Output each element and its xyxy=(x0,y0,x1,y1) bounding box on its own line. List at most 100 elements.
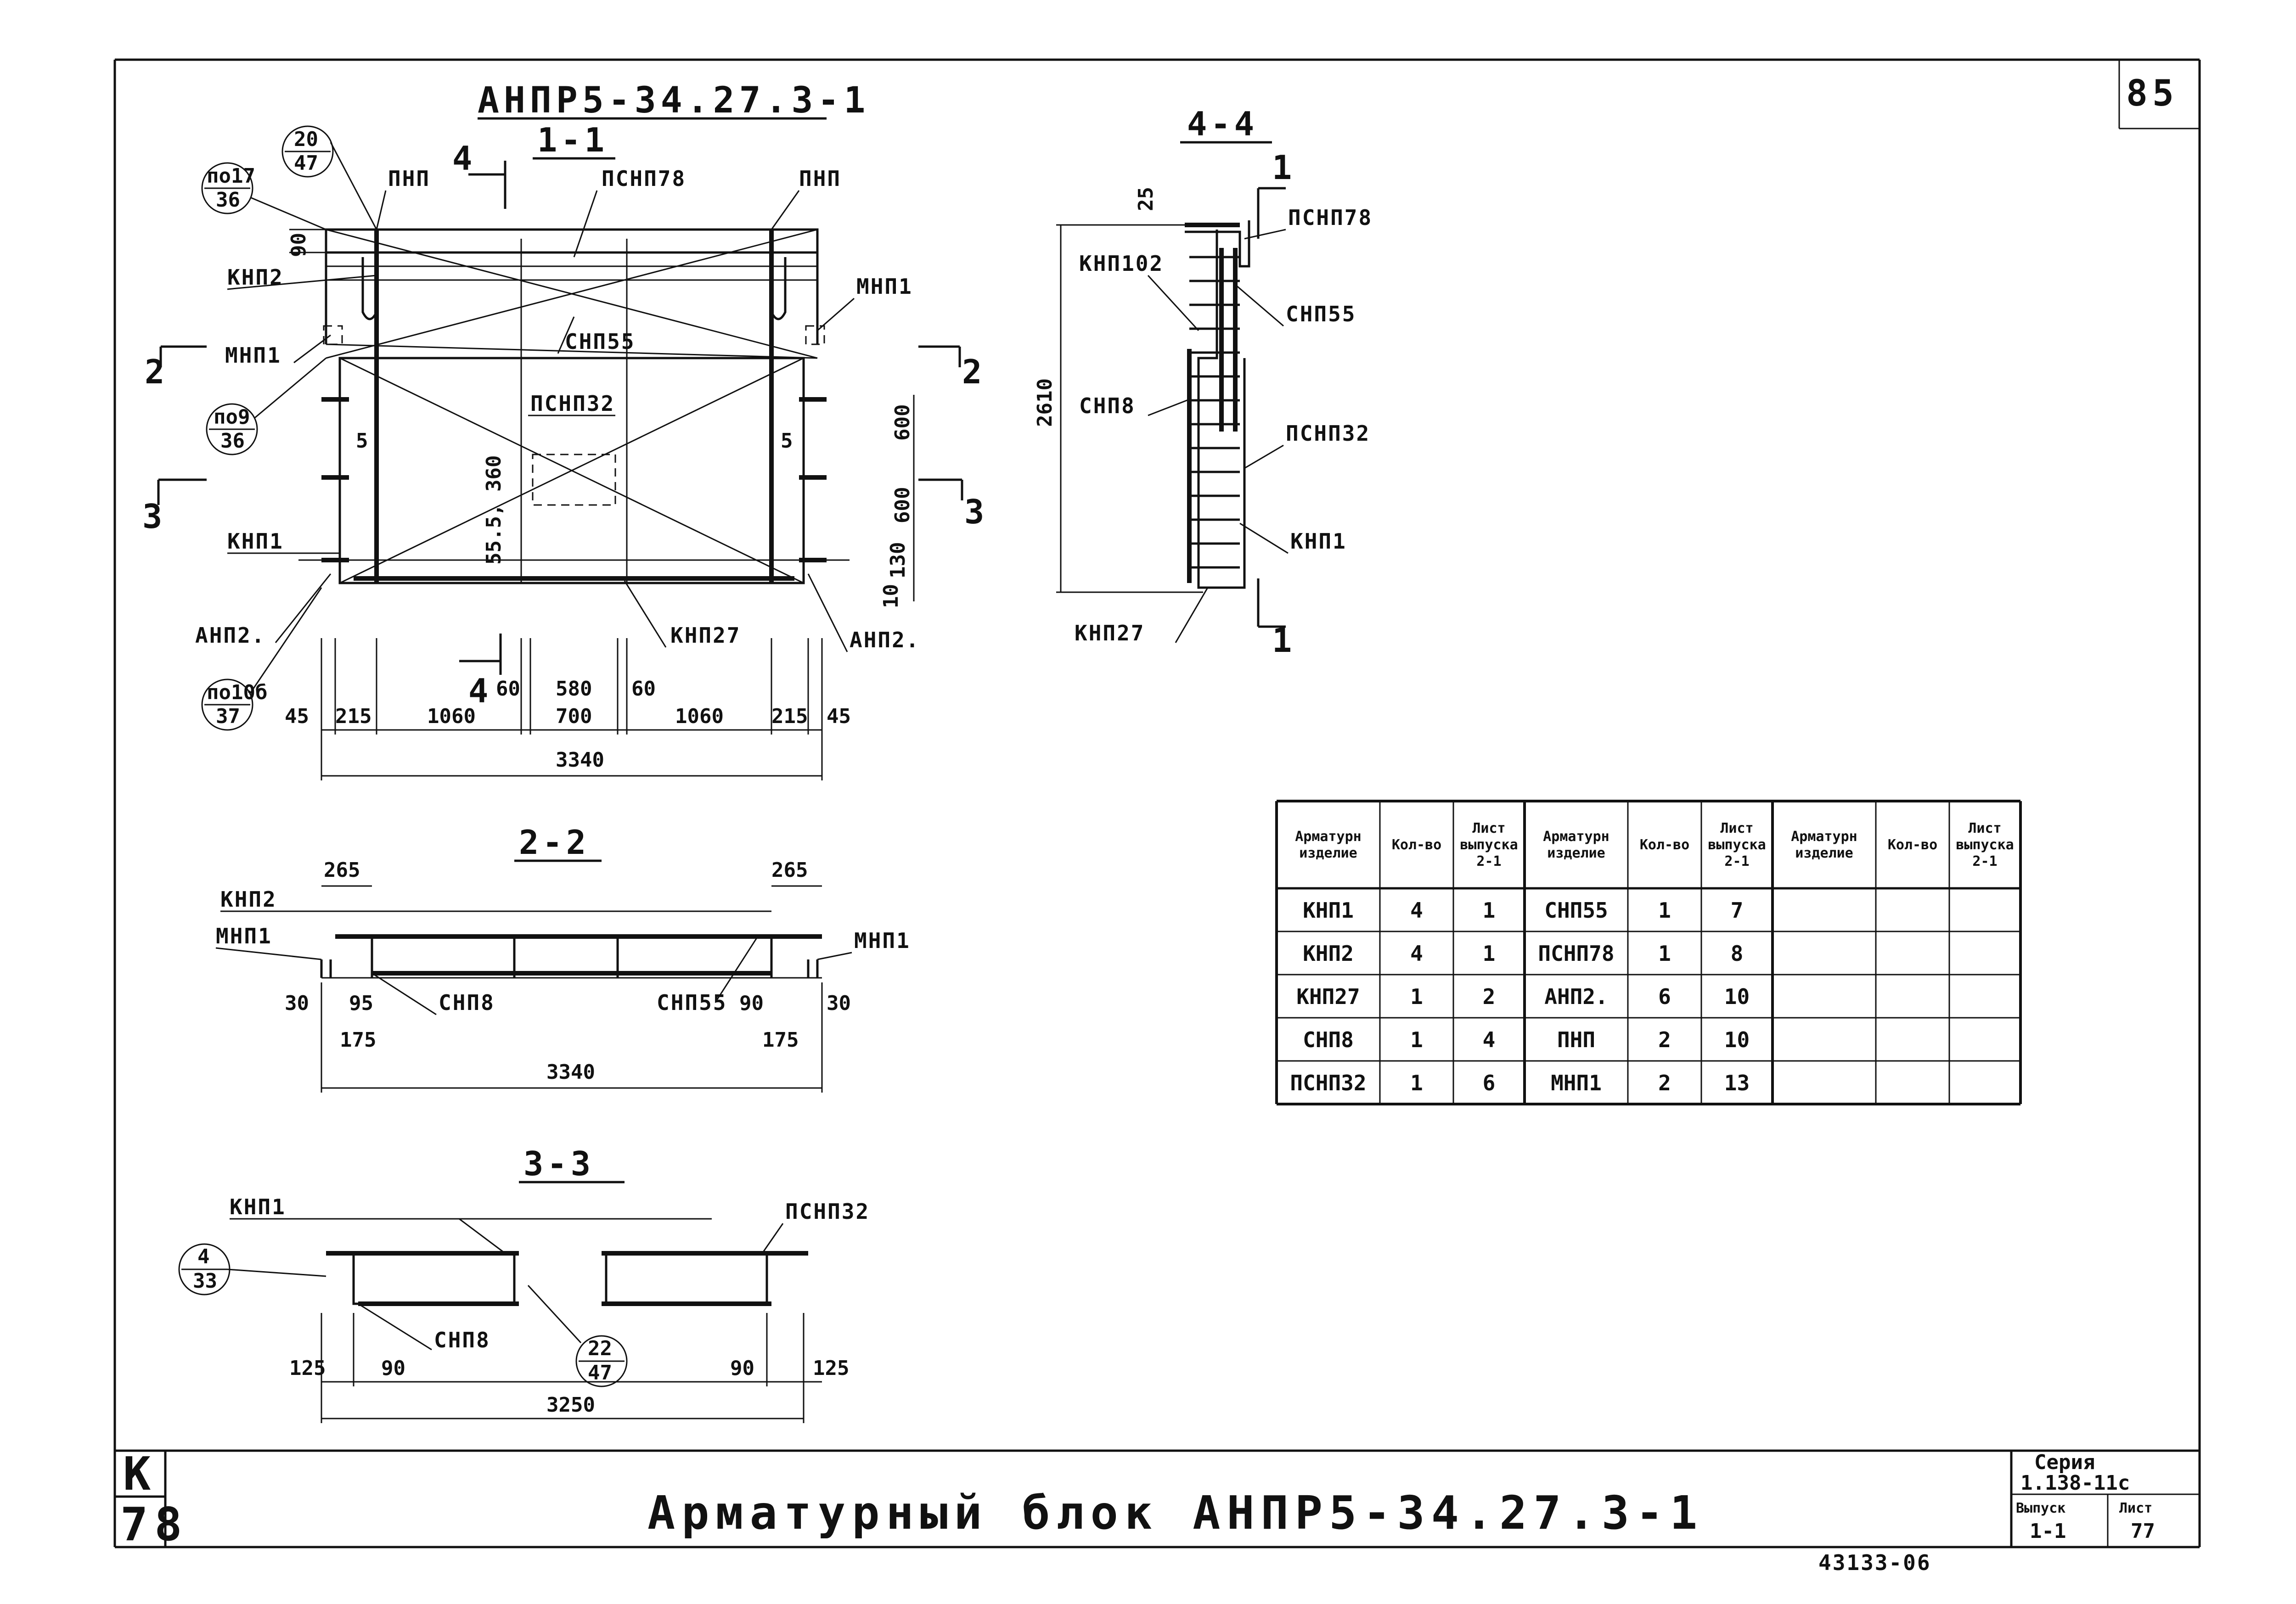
svg-text:125: 125 xyxy=(813,1357,849,1380)
svg-text:20: 20 xyxy=(294,128,318,151)
sheet-frame xyxy=(113,58,2201,1548)
svg-text:125: 125 xyxy=(289,1357,326,1380)
table-cell: 1 xyxy=(1410,1071,1423,1095)
svg-text:90: 90 xyxy=(287,233,310,257)
svg-text:37: 37 xyxy=(216,705,240,728)
table-cell: 1 xyxy=(1410,1027,1423,1052)
label-4-4-psnp78: ПСНП78 xyxy=(1288,205,1373,230)
table-cell: СНП8 xyxy=(1303,1027,1354,1052)
bottom-title: Арматурный блок АНПР5-34.27.3-1 xyxy=(647,1486,1704,1540)
label-snp55: СНП55 xyxy=(565,329,635,354)
label-3-3-psnp32: ПСНП32 xyxy=(785,1199,870,1224)
svg-text:10: 10 xyxy=(879,584,903,608)
svg-text:25: 25 xyxy=(1134,187,1158,211)
table-cell: ПСНП78 xyxy=(1538,941,1614,966)
svg-text:5: 5 xyxy=(356,429,368,453)
table-header-cell: изделие xyxy=(1299,845,1357,861)
table-cell: 8 xyxy=(1731,941,1744,966)
svg-text:60: 60 xyxy=(631,677,656,701)
label-pnp-left: ПНП xyxy=(388,166,430,191)
label-4-4-psnp32: ПСНП32 xyxy=(1286,421,1370,446)
cut-3-right: 3 xyxy=(964,493,988,531)
dimension-chain-bottom: 45 215 1060 60 580 60 700 1060 215 45 33… xyxy=(285,638,851,780)
table-cell: 4 xyxy=(1483,1027,1496,1052)
title-block-sheet-value: 77 xyxy=(2131,1520,2155,1543)
table-header-cell: Кол-во xyxy=(1888,837,1937,853)
title-block-sheet-label: Лист xyxy=(2119,1500,2152,1516)
title-block-issue-label: Выпуск xyxy=(2016,1500,2065,1516)
cut-1-top: 1 xyxy=(1272,148,1295,187)
main-title: АНПР5-34.27.3-1 xyxy=(478,80,870,121)
callout-9-36: по9 36 xyxy=(206,357,326,455)
table-cell: КНП2 xyxy=(1303,941,1354,966)
table-header-cell: 2-1 xyxy=(1972,853,1997,869)
table-header-cell: изделие xyxy=(1547,845,1605,861)
svg-text:700: 700 xyxy=(556,705,592,728)
title-block-series-label: Серия xyxy=(2034,1451,2095,1474)
label-4-4-knp102: КНП102 xyxy=(1079,251,1164,276)
svg-text:36: 36 xyxy=(220,429,245,453)
title-block-series-value: 1.138-11с xyxy=(2020,1471,2130,1495)
label-psnp78: ПСНП78 xyxy=(602,166,686,191)
callout-20-47: 20 47 xyxy=(281,125,377,230)
table-cell: 6 xyxy=(1658,984,1671,1009)
label-2-2-mnp1-right: МНП1 xyxy=(854,928,911,953)
callout-17-36: по17 36 xyxy=(201,162,326,230)
label-pnp-right: ПНП xyxy=(799,166,841,191)
section-1-1: 1-1 ПНП xyxy=(142,121,988,780)
label-2-2-mnp1-left: МНП1 xyxy=(216,924,272,948)
svg-text:2610: 2610 xyxy=(1033,378,1057,427)
table-header-cell: выпуска xyxy=(1956,837,2014,853)
svg-text:215: 215 xyxy=(335,705,371,728)
table-cell: ПСНП32 xyxy=(1290,1071,1366,1095)
svg-text:90: 90 xyxy=(381,1357,405,1380)
svg-text:45: 45 xyxy=(285,705,309,728)
svg-text:265: 265 xyxy=(324,858,360,882)
cut-4-bottom: 4 xyxy=(468,672,492,710)
table-cell: 1 xyxy=(1658,898,1671,923)
title-block-issue-value: 1-1 xyxy=(2030,1520,2066,1543)
table-cell: 4 xyxy=(1410,898,1423,923)
specification-table: АрматурнизделиеКол-воЛиствыпуска2-1Армат… xyxy=(1275,800,2022,1105)
table-cell: 10 xyxy=(1724,984,1750,1009)
table-header-cell: Арматурн xyxy=(1543,829,1609,845)
table-cell: 10 xyxy=(1724,1027,1750,1052)
label-mnp1-left: МНП1 xyxy=(225,343,281,368)
svg-text:95: 95 xyxy=(349,992,373,1015)
svg-text:30: 30 xyxy=(827,992,851,1015)
table-cell: 1 xyxy=(1483,941,1496,966)
svg-text:45: 45 xyxy=(827,705,851,728)
stamp-letter: К xyxy=(123,1447,157,1501)
svg-text:90: 90 xyxy=(739,992,764,1015)
svg-text:215: 215 xyxy=(771,705,808,728)
dim-total-2-2: 3340 xyxy=(546,1060,595,1084)
svg-text:по10б: по10б xyxy=(207,681,267,704)
table-cell: АНП2. xyxy=(1544,984,1608,1009)
svg-text:130: 130 xyxy=(886,542,910,578)
svg-text:175: 175 xyxy=(340,1028,376,1052)
label-2-2-snp55: СНП55 xyxy=(657,990,727,1015)
label-4-4-snp8: СНП8 xyxy=(1079,393,1136,418)
sheet-number: 85 xyxy=(2126,73,2178,114)
svg-text:22: 22 xyxy=(588,1337,612,1360)
section-3-3-title: 3-3 xyxy=(523,1144,594,1183)
label-3-3-knp1: КНП1 xyxy=(230,1195,286,1219)
label-anp2-left: АНП2. xyxy=(195,623,265,648)
label-4-4-snp55: СНП55 xyxy=(1286,302,1356,326)
section-3-3: 3-3 КНП1 ПСНП32 СНП8 4 33 22 47 xyxy=(178,1144,870,1423)
cut-4-top: 4 xyxy=(452,139,476,178)
svg-text:47: 47 xyxy=(588,1361,612,1385)
table-cell: 2 xyxy=(1483,984,1496,1009)
ladder-rungs-4-4 xyxy=(1189,256,1240,569)
svg-text:600: 600 xyxy=(891,404,914,441)
label-mnp1-right: МНП1 xyxy=(856,274,913,299)
stamp-number: 78 xyxy=(120,1497,188,1551)
label-knp27: КНП27 xyxy=(670,623,741,648)
label-knp1: КНП1 xyxy=(227,529,284,554)
svg-text:580: 580 xyxy=(556,677,592,701)
section-2-2: 2-2 КНП2 МНП1 МНП1 СНП8 СНП55 265 265 30… xyxy=(215,823,911,1093)
svg-text:1060: 1060 xyxy=(427,705,476,728)
svg-text:265: 265 xyxy=(771,858,808,882)
table-cell: 2 xyxy=(1658,1071,1671,1095)
